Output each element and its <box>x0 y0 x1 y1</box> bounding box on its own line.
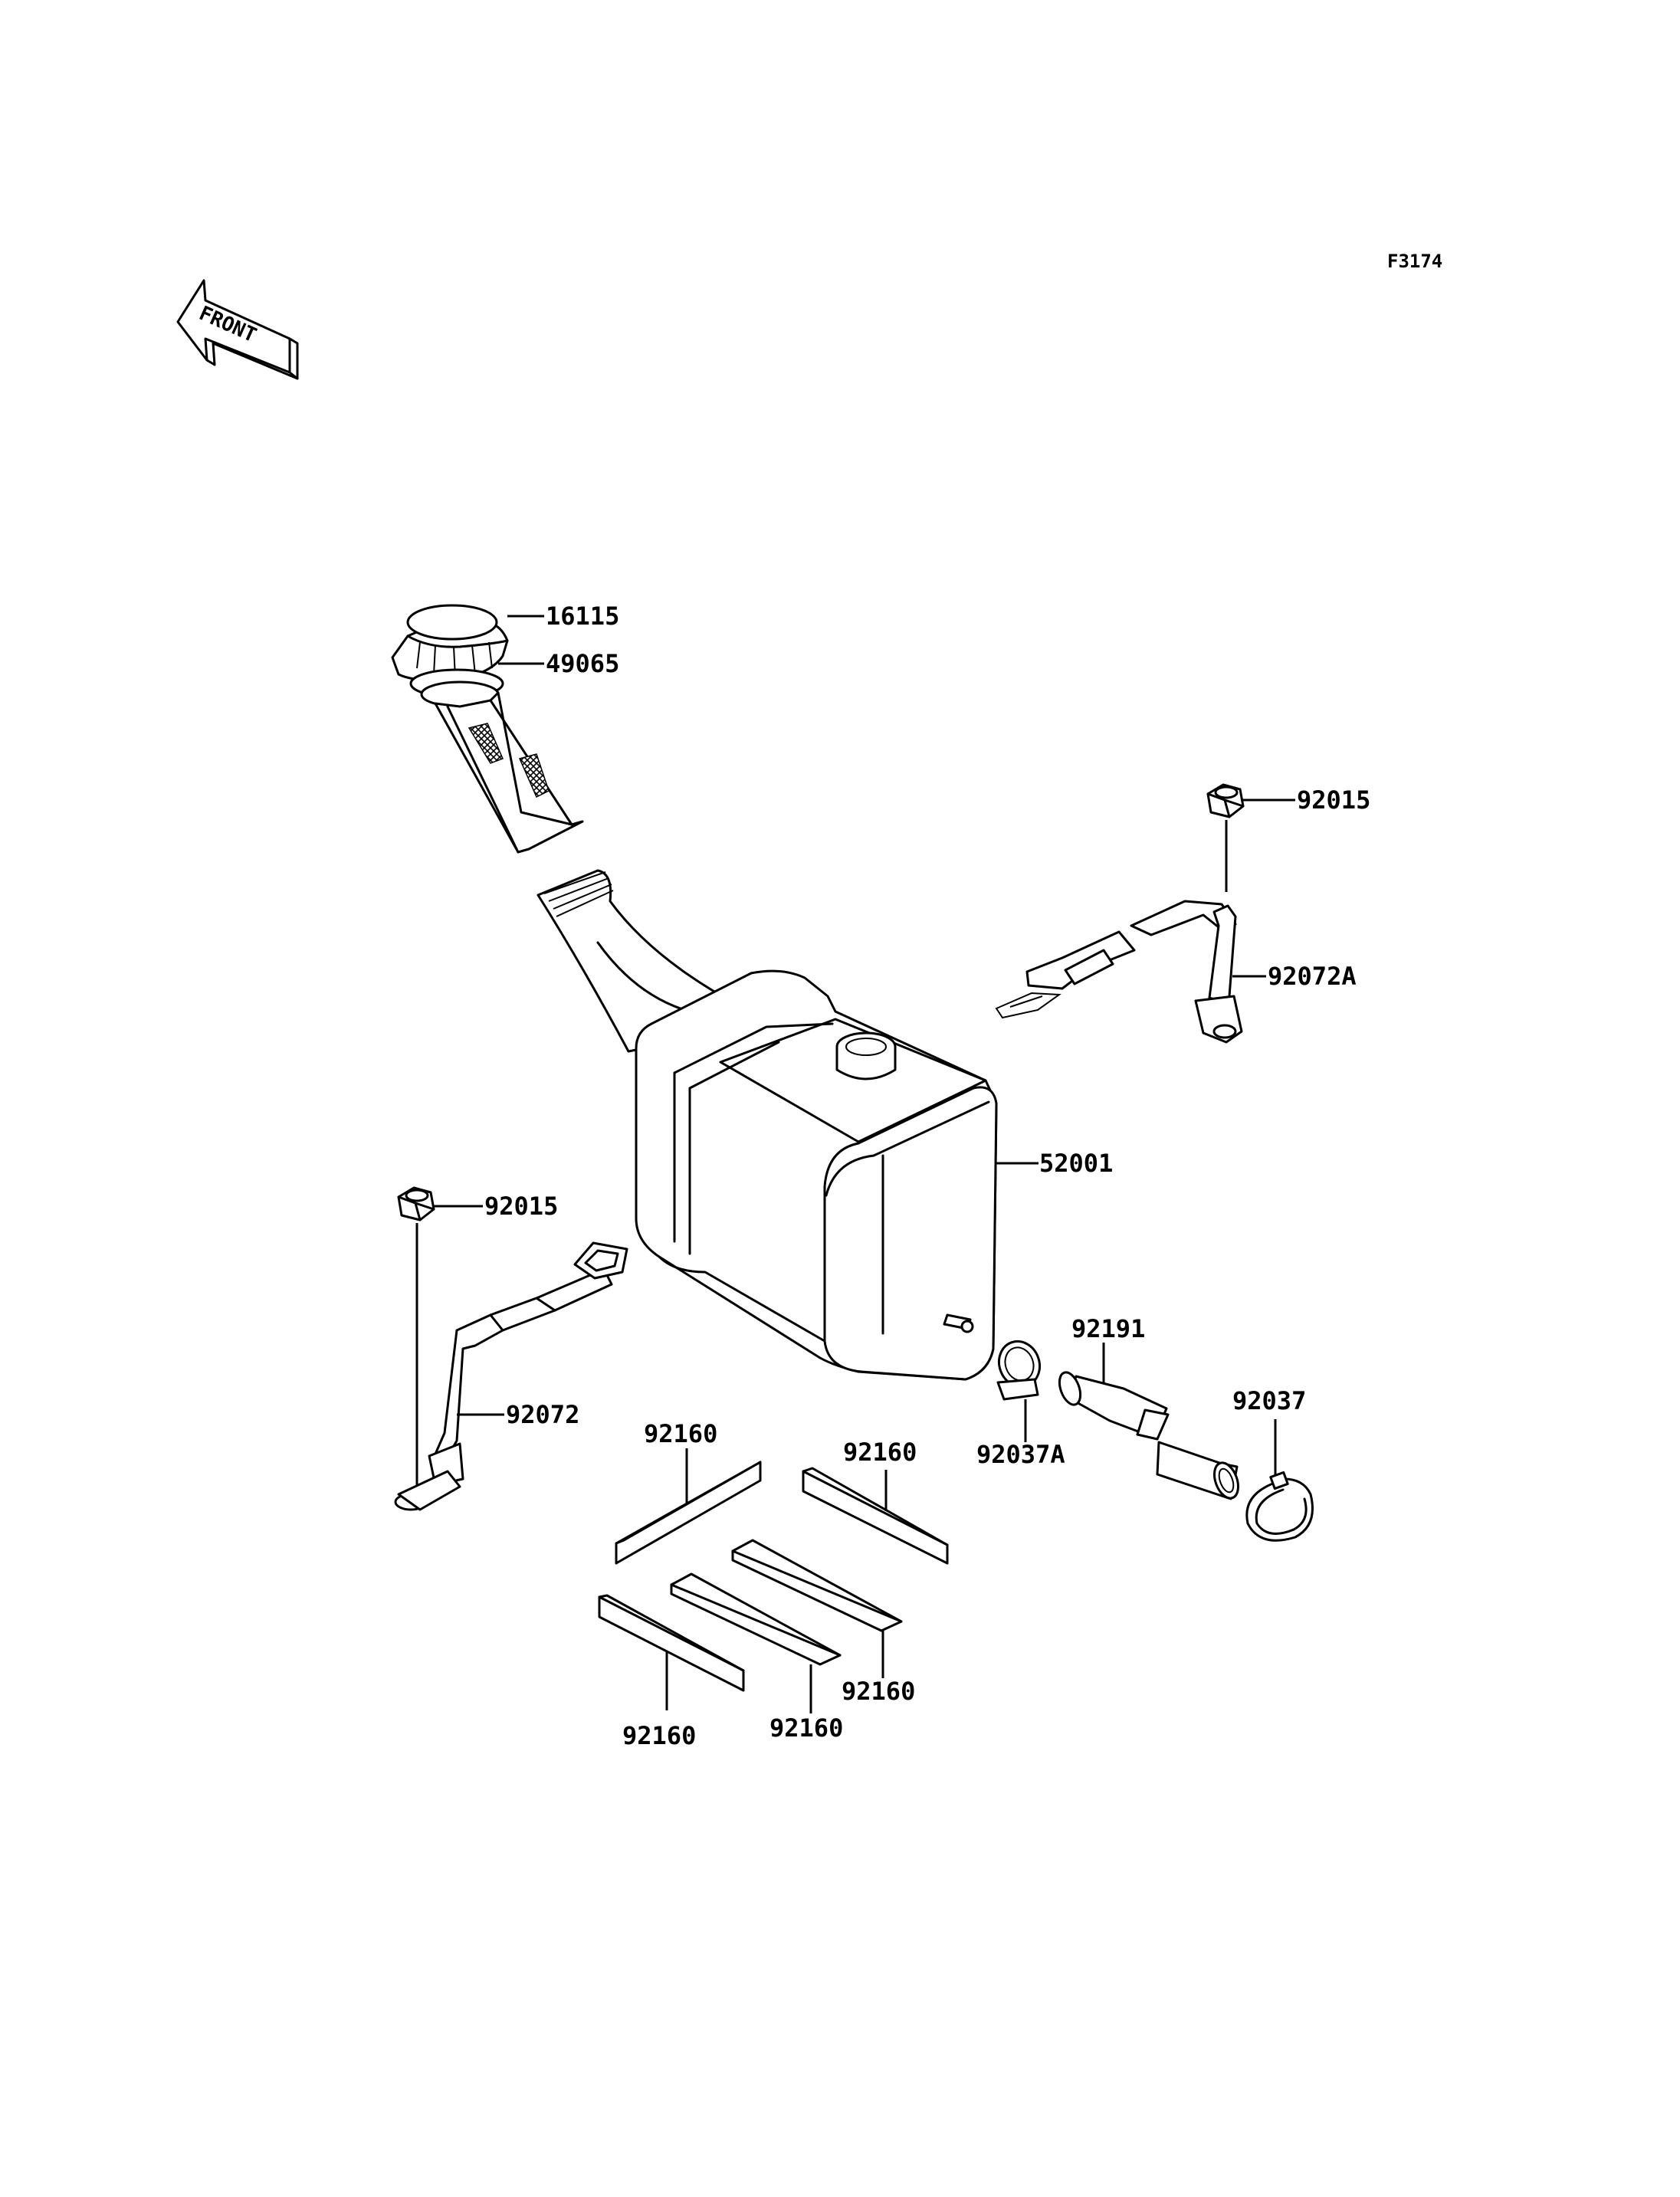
part-label-pad-4: 92160 <box>769 1713 843 1743</box>
part-label-nut-left: 92015 <box>484 1192 558 1221</box>
bracket-left <box>394 1241 628 1511</box>
hose-clamp-small <box>996 1340 1041 1401</box>
front-arrow-icon: FRONT <box>176 279 299 380</box>
pad-2 <box>802 1467 949 1565</box>
part-label-nut-right: 92015 <box>1297 785 1370 815</box>
filler-neck-strainer <box>409 668 584 854</box>
nut-left <box>397 1186 435 1221</box>
part-label-bracket-right: 92072A <box>1268 962 1357 991</box>
part-label-pad-1: 92160 <box>644 1419 717 1448</box>
pad-3 <box>731 1539 903 1632</box>
nut-right <box>1206 783 1245 818</box>
part-label-hose: 92191 <box>1071 1314 1145 1343</box>
oil-tank <box>536 869 998 1381</box>
part-label-band: 92037 <box>1232 1386 1306 1415</box>
hose <box>1058 1371 1240 1500</box>
part-label-tank: 52001 <box>1039 1149 1113 1178</box>
part-label-clamp-small: 92037A <box>976 1440 1065 1469</box>
filler-cap <box>391 604 509 682</box>
part-label-cap: 16115 <box>546 602 619 631</box>
part-label-pad-3: 92160 <box>842 1677 915 1706</box>
band-clamp <box>1245 1471 1314 1542</box>
figure-code: F3174 <box>1387 251 1442 272</box>
part-label-cap-gasket: 49065 <box>546 649 619 678</box>
part-label-pad-2: 92160 <box>843 1438 917 1467</box>
bracket-right <box>995 900 1243 1044</box>
part-label-pad-5: 92160 <box>622 1721 696 1750</box>
pad-1 <box>615 1461 762 1565</box>
pad-5 <box>598 1594 745 1692</box>
part-label-bracket-left: 92072 <box>506 1400 579 1429</box>
pad-4 <box>670 1572 842 1666</box>
